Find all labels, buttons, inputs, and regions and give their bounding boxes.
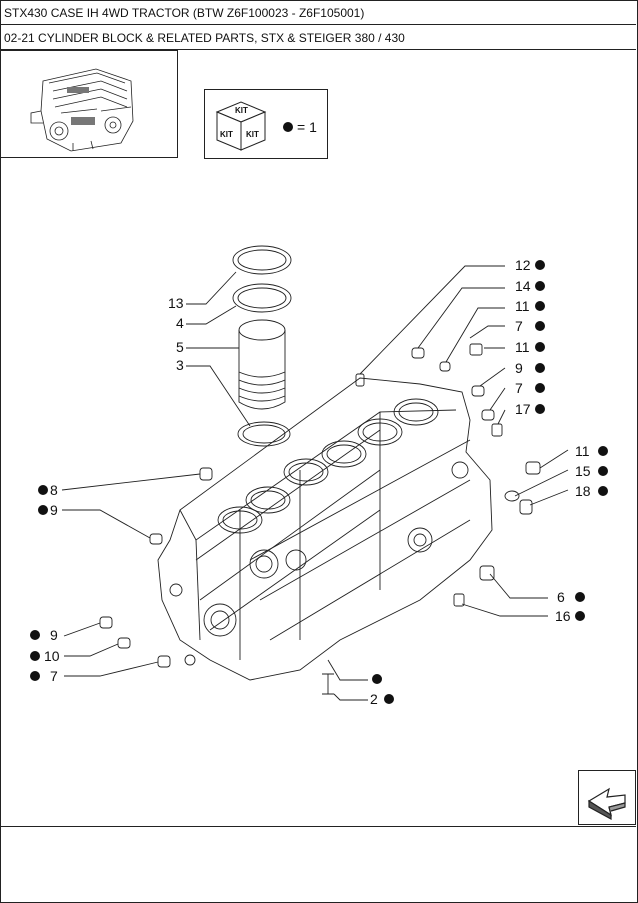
callout-11[interactable]: 11 xyxy=(515,298,530,314)
kit-marker-icon xyxy=(598,466,608,476)
callout-7[interactable]: 7 xyxy=(515,380,523,396)
kit-marker-icon xyxy=(30,630,40,640)
engine-thumbnail-icon xyxy=(30,68,134,152)
header-title-row: STX430 CASE IH 4WD TRACTOR (BTW Z6F10002… xyxy=(0,0,636,25)
seal-ring-4 xyxy=(232,283,292,313)
seal-ring-3 xyxy=(237,421,291,447)
kit-marker-icon xyxy=(535,363,545,373)
seal-ring-13 xyxy=(232,245,292,275)
header-section-row: 02-21 CYLINDER BLOCK & RELATED PARTS, ST… xyxy=(0,25,636,50)
kit-marker-icon xyxy=(30,671,40,681)
callout-9[interactable]: 9 xyxy=(50,502,58,518)
kit-label-top: KIT xyxy=(235,106,248,115)
kit-label-left: KIT xyxy=(220,130,233,139)
callout-14[interactable]: 14 xyxy=(515,278,531,294)
kit-marker-icon xyxy=(535,383,545,393)
kit-bullet-icon xyxy=(283,122,293,132)
kit-marker-icon xyxy=(535,260,545,270)
kit-marker-icon xyxy=(38,505,48,515)
callout-9[interactable]: 9 xyxy=(50,627,58,643)
next-page-arrow-icon xyxy=(587,787,626,821)
kit-label-right: KIT xyxy=(246,130,259,139)
next-page-button[interactable] xyxy=(578,770,636,825)
callout-10[interactable]: 10 xyxy=(44,648,60,664)
callout-3[interactable]: 3 xyxy=(176,357,184,373)
callout-5[interactable]: 5 xyxy=(176,339,184,355)
callout-6[interactable]: 6 xyxy=(557,589,565,605)
callout-9[interactable]: 9 xyxy=(515,360,523,376)
callout-17[interactable]: 17 xyxy=(515,401,531,417)
kit-box-icon xyxy=(215,101,267,151)
callout-15[interactable]: 15 xyxy=(575,463,591,479)
callout-18[interactable]: 18 xyxy=(575,483,591,499)
kit-legend: KIT KIT KIT = 1 xyxy=(204,89,328,159)
engine-thumbnail[interactable] xyxy=(0,50,178,158)
callout-11[interactable]: 11 xyxy=(575,443,590,459)
callout-7[interactable]: 7 xyxy=(50,668,58,684)
callout-2[interactable]: 2 xyxy=(370,691,378,707)
kit-marker-icon xyxy=(575,592,585,602)
section-title: 02-21 CYLINDER BLOCK & RELATED PARTS, ST… xyxy=(4,31,405,45)
callout-4[interactable]: 4 xyxy=(176,315,184,331)
callout-11[interactable]: 11 xyxy=(515,339,530,355)
kit-marker-icon xyxy=(384,694,394,704)
callout-12[interactable]: 12 xyxy=(515,257,531,273)
callout-7[interactable]: 7 xyxy=(515,318,523,334)
kit-marker-icon xyxy=(575,611,585,621)
page-title: STX430 CASE IH 4WD TRACTOR (BTW Z6F10002… xyxy=(4,6,365,20)
cylinder-liner-5 xyxy=(238,330,286,410)
bolt-2 xyxy=(322,673,334,695)
cylinder-block xyxy=(157,377,493,681)
kit-marker-icon xyxy=(535,404,545,414)
kit-marker-icon xyxy=(38,485,48,495)
kit-marker-icon xyxy=(372,674,382,684)
callout-13[interactable]: 13 xyxy=(168,295,184,311)
callout-8[interactable]: 8 xyxy=(50,482,58,498)
kit-marker-icon xyxy=(535,281,545,291)
footer-divider xyxy=(0,826,636,827)
callout-16[interactable]: 16 xyxy=(555,608,571,624)
kit-equals-label: = 1 xyxy=(297,119,317,135)
kit-marker-icon xyxy=(535,321,545,331)
kit-marker-icon xyxy=(535,342,545,352)
kit-marker-icon xyxy=(535,301,545,311)
kit-marker-icon xyxy=(598,486,608,496)
kit-marker-icon xyxy=(30,651,40,661)
kit-marker-icon xyxy=(598,446,608,456)
